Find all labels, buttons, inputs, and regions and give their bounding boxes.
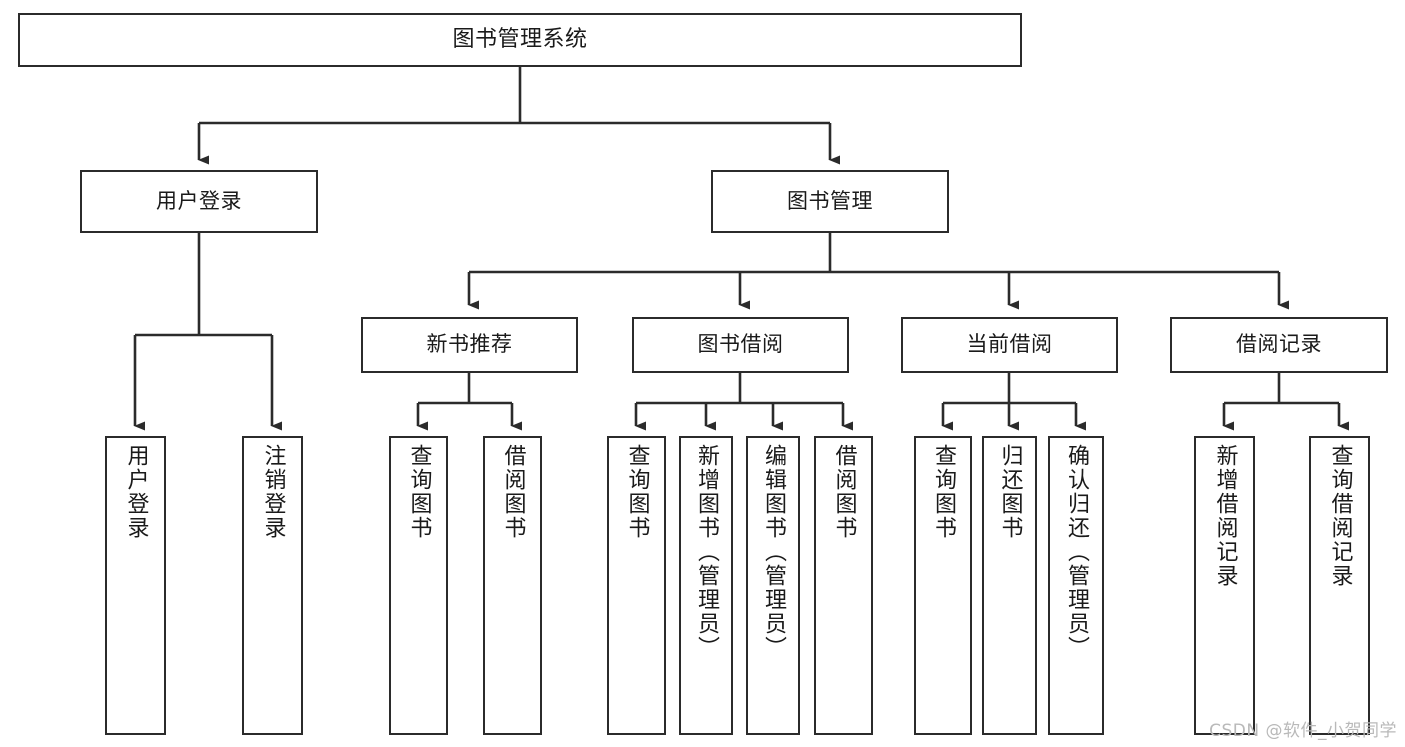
- node-current-borrow[interactable]: 当前借阅: [901, 317, 1118, 373]
- node-book-management[interactable]: 图书管理: [711, 170, 949, 233]
- node-label: 新增图书（管理员）: [694, 444, 719, 660]
- node-leaf-user-login[interactable]: 用户登录: [105, 436, 166, 735]
- node-leaf-borrow-book-1[interactable]: 借阅图书: [483, 436, 542, 735]
- node-user-login[interactable]: 用户登录: [80, 170, 318, 233]
- node-label: 借阅图书: [500, 444, 526, 540]
- node-label: 查询图书: [931, 444, 956, 540]
- node-label: 图书管理系统: [452, 26, 588, 52]
- node-leaf-query-record[interactable]: 查询借阅记录: [1309, 436, 1370, 735]
- node-leaf-query-book-3[interactable]: 查询图书: [914, 436, 972, 735]
- node-label: 查询图书: [624, 444, 650, 540]
- node-new-book-recommend[interactable]: 新书推荐: [361, 317, 578, 373]
- node-leaf-logout-login[interactable]: 注销登录: [242, 436, 303, 735]
- node-label: 注销登录: [260, 444, 286, 540]
- node-leaf-query-book-1[interactable]: 查询图书: [389, 436, 448, 735]
- node-borrow-record[interactable]: 借阅记录: [1170, 317, 1388, 373]
- node-label: 当前借阅: [966, 332, 1053, 357]
- node-label: 查询借阅记录: [1327, 444, 1353, 588]
- node-label: 借阅图书: [831, 444, 857, 540]
- node-label: 新增借阅记录: [1212, 444, 1238, 588]
- node-label: 确认归还（管理员）: [1064, 444, 1089, 660]
- node-leaf-edit-book[interactable]: 编辑图书（管理员）: [746, 436, 800, 735]
- node-leaf-return-book[interactable]: 归还图书: [982, 436, 1037, 735]
- node-label: 用户登录: [156, 188, 242, 213]
- node-label: 查询图书: [406, 444, 432, 540]
- node-label: 归还图书: [997, 444, 1023, 540]
- node-leaf-add-book[interactable]: 新增图书（管理员）: [679, 436, 733, 735]
- node-leaf-borrow-book-2[interactable]: 借阅图书: [814, 436, 873, 735]
- node-book-borrow[interactable]: 图书借阅: [632, 317, 849, 373]
- node-leaf-query-book-2[interactable]: 查询图书: [607, 436, 666, 735]
- node-label: 图书管理: [787, 188, 873, 213]
- node-root-system[interactable]: 图书管理系统: [18, 13, 1022, 67]
- node-label: 编辑图书（管理员）: [761, 444, 786, 660]
- node-label: 图书借阅: [697, 332, 784, 357]
- node-leaf-confirm-return[interactable]: 确认归还（管理员）: [1048, 436, 1104, 735]
- node-label: 新书推荐: [426, 332, 513, 357]
- node-label: 用户登录: [123, 444, 149, 540]
- node-label: 借阅记录: [1236, 332, 1322, 357]
- node-leaf-add-record[interactable]: 新增借阅记录: [1194, 436, 1255, 735]
